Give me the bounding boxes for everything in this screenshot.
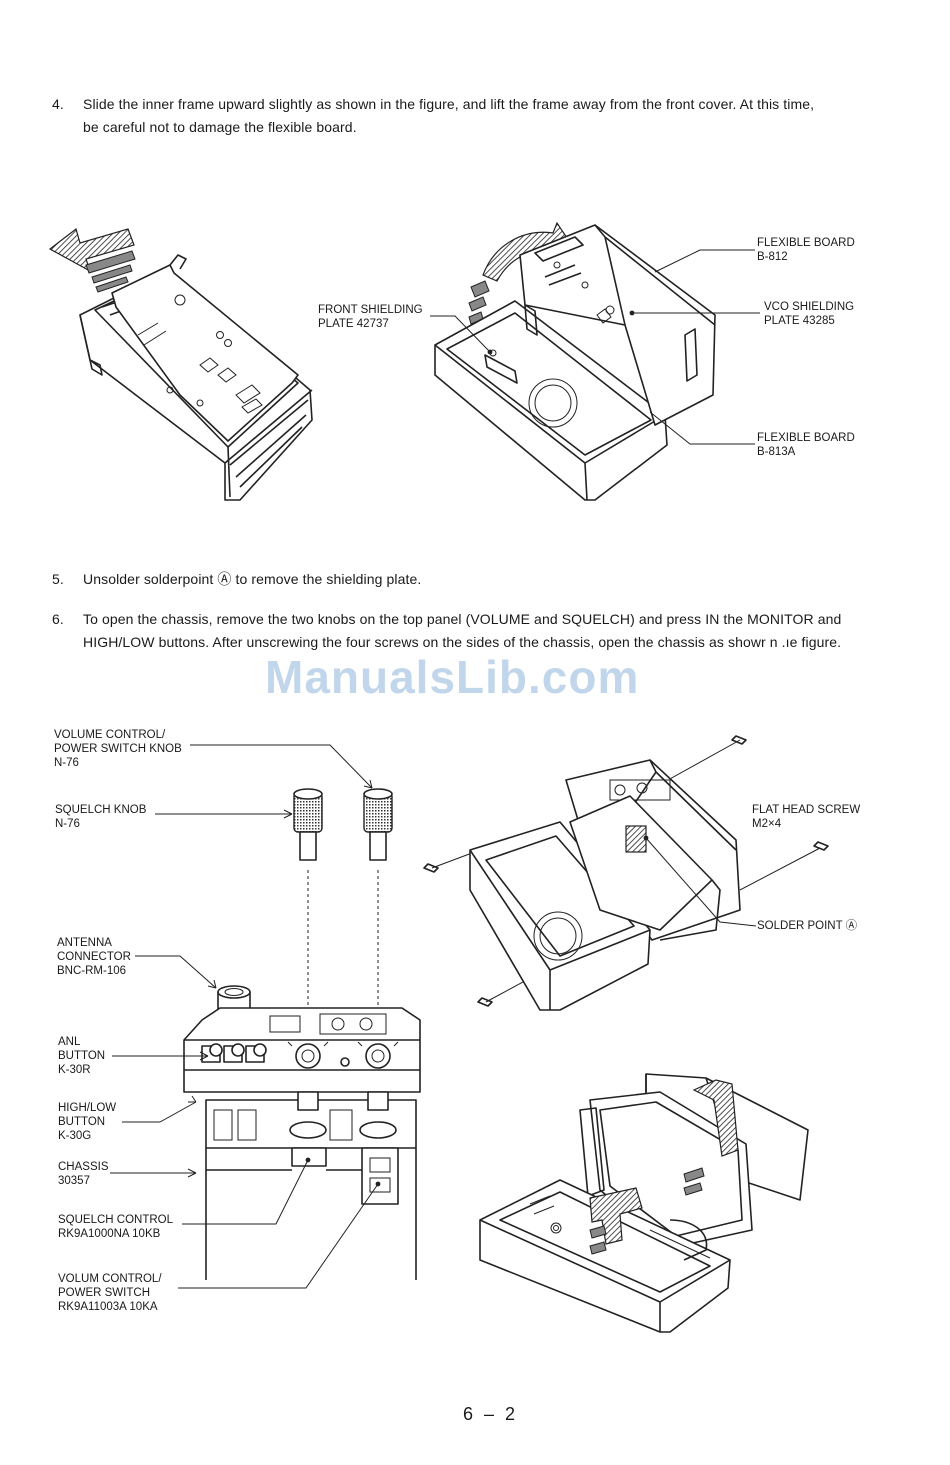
figure-inner-frame-slide — [48, 227, 313, 501]
screw-icon — [423, 863, 439, 873]
label-vco-shielding-plate: VCO SHIELDING PLATE 43285 — [764, 301, 855, 327]
screw-icon — [477, 997, 493, 1007]
figure-frame-lifted — [434, 221, 716, 501]
label-flexible-board-b813a: FLEXIBLE BOARD B-813A — [757, 432, 855, 458]
figure-top-panel-exploded — [183, 788, 421, 1280]
label-flexible-board-b812: FLEXIBLE BOARD B-812 — [757, 237, 855, 263]
label-high-low-button: HIGH/LOW BUTTON K-30G — [58, 1102, 117, 1142]
volume-knob-icon — [363, 788, 393, 861]
step-number: 5. — [52, 571, 64, 587]
figure-2-leaders — [110, 744, 381, 1289]
squelch-knob-icon — [293, 788, 323, 861]
step-number: 6. — [52, 611, 64, 627]
figure-chassis-shielding-removal — [423, 735, 829, 1011]
step-6: 6. To open the chassis, remove the two k… — [52, 608, 847, 654]
step-text: Slide the inner frame upward slightly as… — [83, 96, 815, 135]
label-front-shielding-plate: FRONT SHIELDING PLATE 42737 — [318, 304, 423, 330]
label-volume-knob: VOLUME CONTROL/ POWER SWITCH KNOB N-76 — [54, 729, 182, 769]
step-text: To open the chassis, remove the two knob… — [83, 611, 842, 650]
page-number: 6 – 2 — [463, 1404, 519, 1424]
figure-chassis-opened — [479, 1073, 809, 1333]
slide-up-arrow-icon — [48, 227, 136, 293]
label-squelch-knob: SQUELCH KNOB N-76 — [55, 804, 147, 830]
label-chassis: CHASSIS 30357 — [58, 1161, 109, 1187]
ribbon-cable-icon — [692, 1079, 739, 1157]
label-squelch-control: SQUELCH CONTROL RK9A1000NA 10KB — [58, 1214, 174, 1240]
figure-1-leaders — [430, 249, 760, 445]
screw-icon — [813, 841, 829, 851]
label-solder-point: SOLDER POINT Ⓐ — [757, 920, 858, 932]
label-volume-control: VOLUM CONTROL/ POWER SWITCH RK9A11003A 1… — [58, 1273, 162, 1313]
label-anl-button: ANL BUTTON K-30R — [58, 1036, 106, 1076]
step-number: 4. — [52, 96, 64, 112]
label-flat-head-screw: FLAT HEAD SCREW M2×4 — [752, 804, 861, 830]
step-4: 4. Slide the inner frame upward slightly… — [52, 93, 832, 139]
step-5: 5. Unsolder solderpoint Ⓐ to remove the … — [52, 568, 832, 591]
watermark: ManualsLib.com — [265, 651, 640, 703]
label-antenna-connector: ANTENNA CONNECTOR BNC-RM-106 — [57, 937, 131, 977]
step-text: Unsolder solderpoint Ⓐ to remove the shi… — [83, 571, 422, 587]
